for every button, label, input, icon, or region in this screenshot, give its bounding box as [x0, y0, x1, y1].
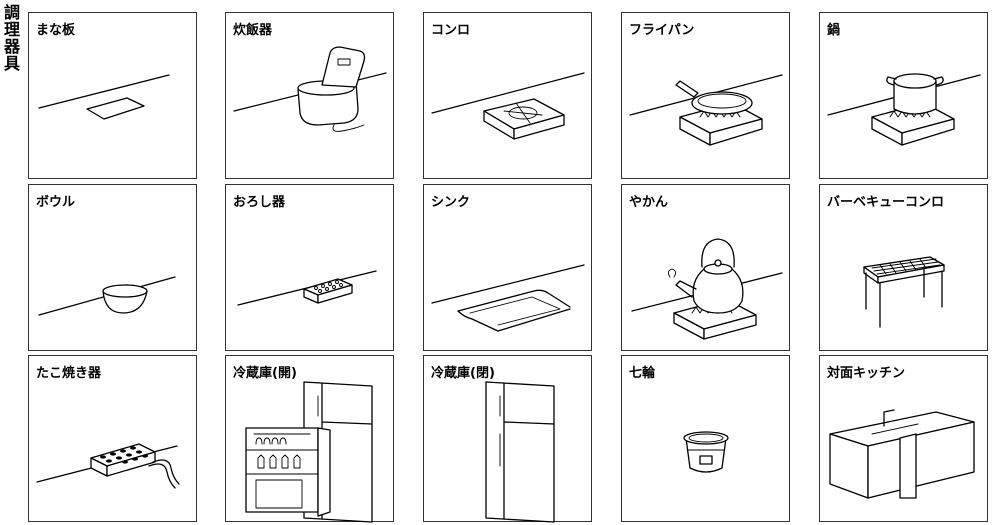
grater-illustration — [237, 270, 377, 306]
cutting-board-illustration — [38, 74, 170, 120]
card-label: フライパン — [629, 23, 695, 38]
card-bbq-stove[interactable]: バーベキューコンロ — [819, 184, 988, 351]
card-label: シンク — [431, 195, 471, 210]
takoyaki-maker-illustration — [36, 443, 180, 489]
side-title-char: 器 — [3, 37, 20, 56]
card-stove[interactable]: コンロ — [423, 12, 592, 179]
sink-illustration — [431, 264, 585, 332]
kettle-illustration — [631, 238, 783, 340]
card-rice-cooker[interactable]: 炊飯器 — [225, 12, 394, 179]
card-label: ボウル — [36, 195, 76, 210]
card-frying-pan[interactable]: フライパン — [621, 12, 790, 179]
bowl-illustration — [38, 276, 176, 316]
card-cutting-board[interactable]: まな板 — [28, 12, 197, 179]
card-label: 鍋 — [827, 23, 841, 38]
card-bowl[interactable]: ボウル — [28, 184, 197, 351]
island-kitchen-illustration — [829, 409, 975, 499]
card-kettle[interactable]: やかん — [621, 184, 790, 351]
side-title-char: 具 — [3, 54, 20, 73]
card-label: おろし器 — [233, 195, 286, 210]
stove-illustration — [431, 72, 585, 140]
card-label: 炊飯器 — [233, 23, 273, 38]
card-label: 七輪 — [629, 366, 656, 381]
card-island-kitchen[interactable]: 対面キッチン — [819, 355, 988, 522]
card-grater[interactable]: おろし器 — [225, 184, 394, 351]
card-pot[interactable]: 鍋 — [819, 12, 988, 179]
card-shichirin[interactable]: 七輪 — [621, 355, 790, 522]
card-label: 冷蔵庫(開) — [233, 366, 297, 381]
card-label: たこ焼き器 — [36, 366, 102, 381]
shichirin-illustration — [683, 431, 729, 473]
card-label: まな板 — [36, 23, 76, 38]
side-title-char: 調 — [3, 3, 20, 22]
card-takoyaki-maker[interactable]: たこ焼き器 — [28, 355, 197, 522]
card-label: 対面キッチン — [827, 366, 906, 381]
fridge-open-illustration — [245, 381, 373, 523]
side-title: 調 理 器 具 — [3, 4, 21, 72]
card-label: やかん — [629, 195, 669, 210]
rice-cooker-illustration — [233, 46, 387, 132]
card-fridge-closed[interactable]: 冷蔵庫(閉) — [423, 355, 592, 523]
card-label: 冷蔵庫(閉) — [431, 366, 495, 381]
card-sink[interactable]: シンク — [423, 184, 592, 351]
fridge-closed-illustration — [485, 381, 555, 523]
card-label: バーベキューコンロ — [827, 195, 945, 210]
card-fridge-open[interactable]: 冷蔵庫(開) — [225, 355, 394, 523]
side-title-char: 理 — [3, 20, 20, 39]
pot-illustration — [827, 73, 981, 146]
frying-pan-illustration — [629, 74, 783, 146]
card-label: コンロ — [431, 23, 471, 38]
bbq-stove-illustration — [863, 256, 945, 328]
